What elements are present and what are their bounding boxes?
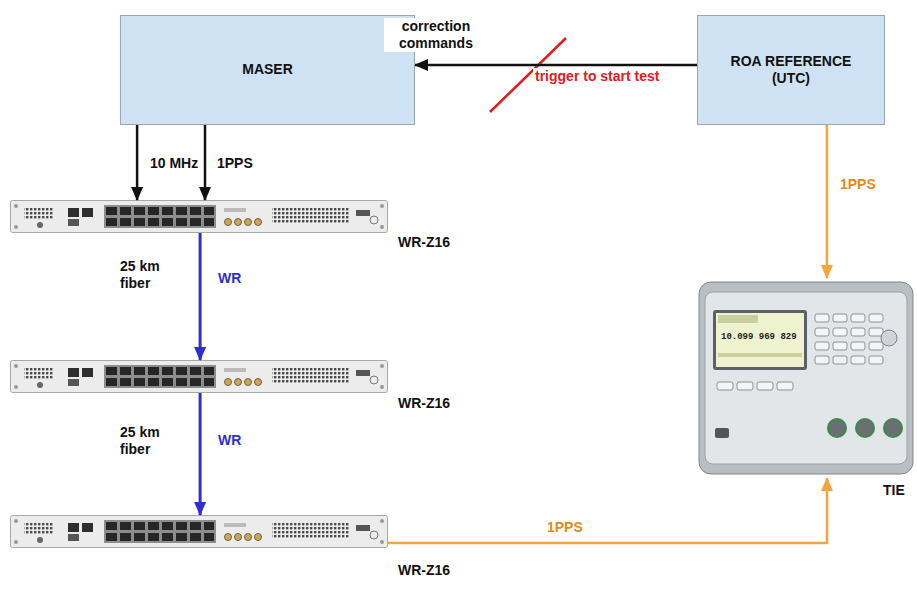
counter-instrument-part	[713, 310, 807, 370]
display-reading: 10.099 969 829	[719, 332, 799, 343]
counter-instrument-part	[851, 314, 865, 322]
counter-instrument-part	[716, 313, 804, 367]
edge-label: correction commands	[384, 18, 488, 52]
counter-instrument-part	[815, 328, 829, 336]
counter-instrument-part	[869, 342, 883, 350]
signal-arrow	[388, 478, 827, 543]
counter-instrument-part	[869, 328, 883, 336]
counter-instrument-part	[777, 382, 793, 390]
counter-instrument-part	[851, 356, 865, 364]
signal-arrow	[199, 393, 202, 515]
signal-arrow	[136, 125, 139, 200]
signal-arrow	[415, 64, 697, 67]
counter-instrument-part	[715, 428, 729, 438]
counter-instrument-part	[699, 282, 913, 474]
edge-label: 1PPS	[838, 176, 878, 193]
counter-instrument-part	[856, 419, 874, 437]
counter-instrument-part	[851, 328, 865, 336]
counter-instrument-part	[737, 382, 753, 390]
edge-label: 1PPS	[545, 519, 585, 536]
edge-label: 10 MHz	[148, 155, 200, 172]
signal-arrow	[204, 125, 207, 200]
counter-instrument-part	[718, 315, 758, 323]
rack-device	[11, 361, 388, 393]
counter-instrument-part	[833, 356, 847, 364]
edge-label: 1PPS	[215, 155, 255, 172]
clock-box: MASER	[120, 15, 415, 125]
edge-label: WR	[216, 432, 243, 449]
rack-device-part	[11, 361, 388, 393]
counter-instrument-part	[833, 342, 847, 350]
counter-instrument-part	[815, 342, 829, 350]
rack-device-part	[11, 201, 388, 233]
fiber-length: 25 km fiber	[118, 424, 184, 458]
counter-instrument-part	[884, 419, 902, 437]
trigger-note: trigger to start test	[533, 68, 661, 85]
rack-device	[11, 516, 388, 548]
signal-arrow	[199, 233, 202, 360]
counter-instrument-part	[717, 314, 883, 390]
switch-device: WR-Z16	[10, 200, 388, 233]
device-label: WR-Z16	[398, 234, 450, 250]
switch-device: WR-Z16	[10, 360, 388, 393]
counter-instrument-part	[833, 314, 847, 322]
box-title: ROA REFERENCE (UTC)	[726, 53, 856, 88]
counter-device: TIE	[697, 278, 917, 478]
rack-device	[11, 201, 388, 233]
counter-instrument-part	[869, 356, 883, 364]
counter-instrument-part	[757, 382, 773, 390]
counter-instrument-part	[828, 419, 846, 437]
device-label: WR-Z16	[398, 395, 450, 411]
counter-instrument-part	[718, 353, 802, 357]
fiber-length: 25 km fiber	[118, 258, 184, 292]
counter-instrument-part	[881, 330, 897, 346]
signal-arrow	[826, 125, 829, 278]
counter-instrument-part	[851, 342, 865, 350]
counter-instrument-part	[815, 356, 829, 364]
switch-device: WR-Z16	[10, 515, 388, 548]
device-label: WR-Z16	[398, 562, 450, 578]
reference-box: ROA REFERENCE (UTC)	[697, 15, 885, 125]
device-label: TIE	[883, 482, 905, 498]
box-title: MASER	[242, 61, 293, 79]
counter-instrument-part	[705, 292, 907, 464]
counter-instrument-part	[815, 314, 829, 322]
counter-instrument-part	[869, 314, 883, 322]
rack-device-part	[11, 516, 388, 548]
edge-label: WR	[216, 270, 243, 287]
counter-instrument-part	[717, 382, 733, 390]
counter-instrument	[699, 282, 913, 474]
counter-instrument-part	[833, 328, 847, 336]
